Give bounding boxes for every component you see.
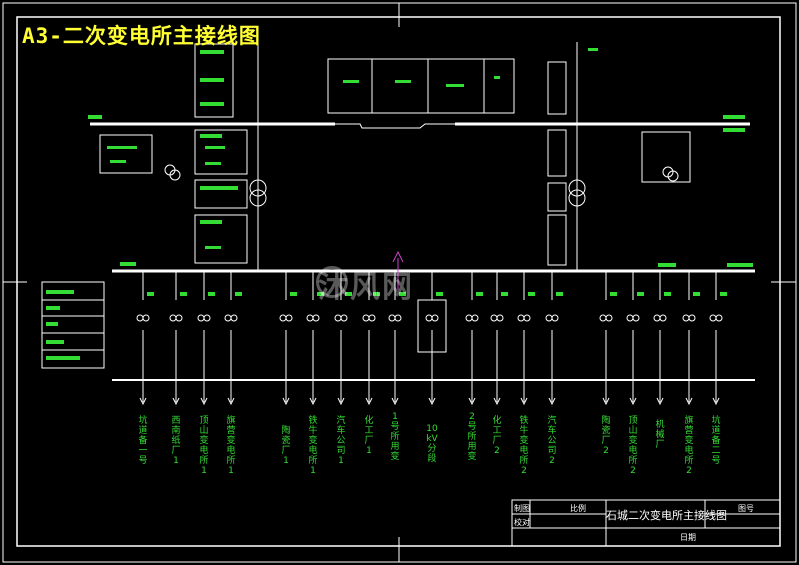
feeder-bay [362, 271, 380, 406]
feeder-bay [136, 271, 154, 406]
feeder-label: 陶瓷厂1 [281, 426, 291, 466]
feeder-label: 机械厂 [655, 420, 665, 450]
feeder-bays [136, 271, 727, 406]
feeder-bay [465, 271, 483, 406]
feeder-label: 化工厂2 [492, 416, 502, 456]
feeder-bay [169, 271, 187, 406]
tb-sheet-label: 图号 [738, 504, 754, 513]
right-transformer-bay [547, 42, 691, 270]
feeder-label: 西南纸厂1 [171, 416, 181, 466]
tb-scale-label: 比例 [570, 504, 586, 513]
legend-table [41, 281, 105, 369]
center-marks [3, 3, 796, 562]
feeder-bay [682, 271, 700, 406]
left-transformer-bay [99, 42, 267, 270]
feeder-label: 陶瓷厂2 [601, 416, 611, 456]
feeder-bay [709, 271, 727, 406]
feeder-label: 10kV分段 [426, 424, 438, 464]
tie-cabinet [392, 250, 447, 353]
feeder-label: 铁牛变电所2 [519, 416, 529, 476]
feeder-bay [490, 271, 508, 406]
feeder-label: 旗营变电所2 [684, 416, 694, 476]
feeder-label: 1号所用变 [390, 412, 400, 462]
feeder-bay [626, 271, 644, 406]
feeder-label: 化工厂1 [364, 416, 374, 456]
feeder-bay [599, 271, 617, 406]
left-bay-labels [88, 50, 238, 266]
tb-check-label: 校对 [514, 518, 530, 527]
feeder-label: 坑道备二号 [711, 416, 721, 466]
feeder-label: 铁牛变电所1 [308, 416, 318, 476]
feeder-label: 2号所用变 [467, 412, 477, 462]
tb-date-label: 日期 [680, 533, 696, 542]
feeder-label: 汽车公司2 [547, 416, 557, 466]
title-block [511, 499, 781, 547]
feeder-label: 汽车公司1 [336, 416, 346, 466]
feeder-bay [197, 271, 215, 406]
feeder-bay [279, 271, 297, 406]
feeder-bay [388, 271, 406, 406]
legend-marks [46, 290, 80, 360]
watermark: 沐风网 [318, 270, 414, 305]
feeder-label: 顶山变电所2 [628, 416, 638, 476]
hv-bus [90, 122, 750, 129]
incoming-cabinets [327, 58, 515, 114]
drawing-title: A3-二次变电所主接线图 [22, 24, 261, 48]
feeder-label: 旗营变电所1 [226, 416, 236, 476]
feeder-label: 顶山变电所1 [199, 416, 209, 476]
feeder-bay [545, 271, 563, 406]
feeder-bay [653, 271, 671, 406]
feeder-label: 坑道备一号 [138, 416, 148, 466]
lv-bus [112, 269, 755, 381]
feeder-bay [224, 271, 242, 406]
feeder-bay [425, 271, 443, 406]
tb-drawing-name: 石城二次变电所主接线图 [606, 509, 727, 522]
right-bay-labels [588, 48, 753, 267]
watermark-logo [316, 266, 348, 298]
feeder-bay [517, 271, 535, 406]
tb-drawn-label: 制图 [514, 504, 530, 513]
incoming-cabinet-labels [343, 76, 500, 87]
